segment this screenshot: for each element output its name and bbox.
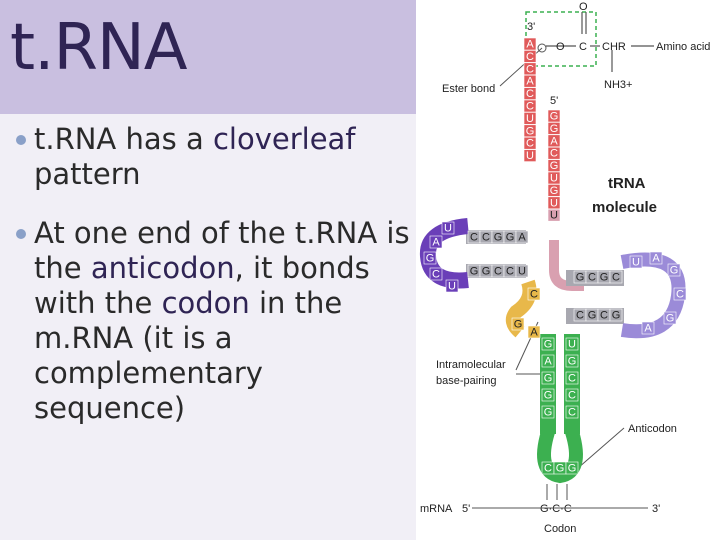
carbon-label: C <box>579 41 587 53</box>
chr-label: CHR <box>602 41 626 53</box>
nucleotide-letter: C <box>576 310 584 322</box>
bullet-text: pattern <box>34 157 141 191</box>
trna-diagram-panel: 3' O O C CHR Amino acid NH3+ Ester bond … <box>416 0 720 540</box>
nucleotide-letter: A <box>652 253 660 265</box>
nucleotide-letter: U <box>526 113 534 125</box>
ester-bond-label: Ester bond <box>442 83 495 95</box>
nucleotide-letter: A <box>544 356 552 368</box>
nucleotide-letter: U <box>518 266 526 278</box>
nucleotide-letter: C <box>568 390 576 402</box>
nucleotide-letter: C <box>506 266 514 278</box>
nucleotide-letter: G <box>544 407 553 419</box>
nucleotide-letter: U <box>550 197 558 209</box>
nucleotide-letter: C <box>588 272 596 284</box>
intramolecular-label: Intramolecular <box>436 359 506 371</box>
nucleotide-letter: C <box>526 101 534 113</box>
nucleotide-letter: G <box>568 463 577 475</box>
codon-bases-label: G·C·C <box>540 503 572 515</box>
nucleotide-letter: C <box>600 310 608 322</box>
nucleotide-letter: U <box>568 339 576 351</box>
nucleotide-letter: G <box>550 160 559 172</box>
nh3-label: NH3+ <box>604 79 632 91</box>
five-prime-label: 5' <box>550 95 558 107</box>
oxygen-label: O <box>579 1 588 13</box>
nucleotide-letter: A <box>526 76 534 88</box>
nucleotide-letter: C <box>526 138 534 150</box>
nucleotide-letter: C <box>470 232 478 244</box>
content-area: t.RNA has a cloverleaf pattern At one en… <box>0 114 416 540</box>
anticodon-pointer-line <box>578 428 624 468</box>
nucleotide-letter: G <box>470 266 479 278</box>
nucleotide-letter: C <box>526 88 534 100</box>
amino-acid-label: Amino acid <box>656 41 710 53</box>
nucleotide-letter: C <box>676 289 684 301</box>
nucleotide-letter: G <box>666 313 675 325</box>
intramolecular-label: base-pairing <box>436 375 497 387</box>
nucleotide-letter: U <box>550 173 558 185</box>
nucleotide-letter: C <box>494 266 502 278</box>
nucleotide-letter: C <box>482 232 490 244</box>
bullet-item: At one end of the t.RNA is the anticodon… <box>14 216 410 426</box>
nucleotide-letter: A <box>644 323 652 335</box>
trna-molecule-label: molecule <box>592 199 657 216</box>
bullet-text: t.RNA has a <box>34 122 213 156</box>
nucleotide-letter: G <box>576 272 585 284</box>
bullet-item: t.RNA has a cloverleaf pattern <box>14 122 410 192</box>
nucleotide-letter: A <box>518 232 526 244</box>
nucleotide-letter: C <box>526 51 534 63</box>
nucleotide-letter: G <box>514 319 523 331</box>
nucleotide-letter: G <box>612 310 621 322</box>
nucleotide-letter: C <box>530 289 538 301</box>
nucleotide-letter: G <box>568 356 577 368</box>
nucleotide-letter: G <box>544 339 553 351</box>
oxygen-label: O <box>556 41 565 53</box>
nucleotide-letter: G <box>526 125 535 137</box>
nucleotide-letter: A <box>550 135 558 147</box>
nucleotide-letter: C <box>612 272 620 284</box>
nucleotide-letter: G <box>550 185 559 197</box>
nucleotide-letter: C <box>568 373 576 385</box>
three-prime-label: 3' <box>527 21 535 33</box>
nucleotide-letter: G <box>588 310 597 322</box>
nucleotide-letter: G <box>550 123 559 135</box>
nucleotide-letter: G <box>544 373 553 385</box>
anticodon-label: Anticodon <box>628 423 677 435</box>
nucleotide-letter: C <box>544 463 552 475</box>
nucleotide-letter: C <box>550 148 558 160</box>
codon-label: Codon <box>544 523 576 535</box>
trna-diagram: 3' O O C CHR Amino acid NH3+ Ester bond … <box>416 0 720 540</box>
nucleotide-letter: U <box>550 210 558 222</box>
nucleotide-letter: C <box>568 407 576 419</box>
slide-title: t.RNA <box>10 6 187 90</box>
mrna-three-prime: 3' <box>652 503 660 515</box>
nucleotide-letter: G <box>544 390 553 402</box>
nucleotide-letter: A <box>530 327 538 339</box>
nucleotide-letter: G <box>550 111 559 123</box>
nucleotide-letter: A <box>432 237 440 249</box>
nucleotide-letter: G <box>426 253 435 265</box>
bullet-highlight: cloverleaf <box>213 122 356 156</box>
nucleotide-letter: G <box>506 232 515 244</box>
nucleotide-letter: G <box>670 265 679 277</box>
mrna-label: mRNA <box>420 503 453 515</box>
bullet-icon <box>16 229 26 239</box>
nucleotide-letter: C <box>432 269 440 281</box>
bullet-list: t.RNA has a cloverleaf pattern At one en… <box>14 122 410 450</box>
nucleotide-letter: G <box>482 266 491 278</box>
trna-molecule-label: tRNA <box>608 175 646 192</box>
bullet-highlight: anticodon <box>91 251 235 285</box>
bullet-icon <box>16 135 26 145</box>
nucleotide-letter: U <box>632 257 640 269</box>
nucleotide-letter: U <box>448 281 456 293</box>
nucleotide-letter: G <box>600 272 609 284</box>
mrna-five-prime: 5' <box>462 503 470 515</box>
nucleotide-letter: C <box>526 63 534 75</box>
nucleotide-letter: G <box>556 463 565 475</box>
nucleotide-letter: A <box>526 39 534 51</box>
nucleotide-letter: U <box>444 223 452 235</box>
bullet-highlight: codon <box>162 286 250 320</box>
title-band: t.RNA <box>0 0 416 114</box>
nucleotide-letter: U <box>526 150 534 162</box>
nucleotide-letter: G <box>494 232 503 244</box>
